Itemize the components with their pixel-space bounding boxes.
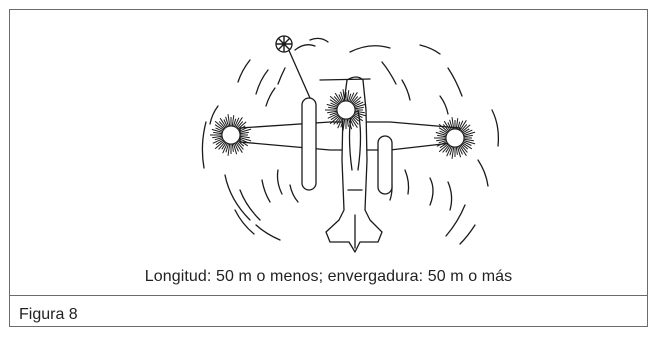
propeller-center-icon xyxy=(325,89,367,131)
aircraft-fuselage xyxy=(325,76,383,253)
figure-label: Figura 8 xyxy=(19,306,78,323)
nacelle-left xyxy=(301,97,317,191)
figure-caption: Longitud: 50 m o menos; envergadura: 50 … xyxy=(144,268,513,285)
balloon-icon xyxy=(275,35,293,53)
caption-divider xyxy=(10,295,647,296)
figure-frame: Longitud: 50 m o menos; envergadura: 50 … xyxy=(9,9,648,327)
propeller-left-icon xyxy=(210,114,252,156)
airflow-lines xyxy=(201,37,500,245)
propeller-right-icon xyxy=(434,117,476,159)
nacelle-right xyxy=(377,135,393,195)
aircraft-illustration xyxy=(201,35,500,253)
